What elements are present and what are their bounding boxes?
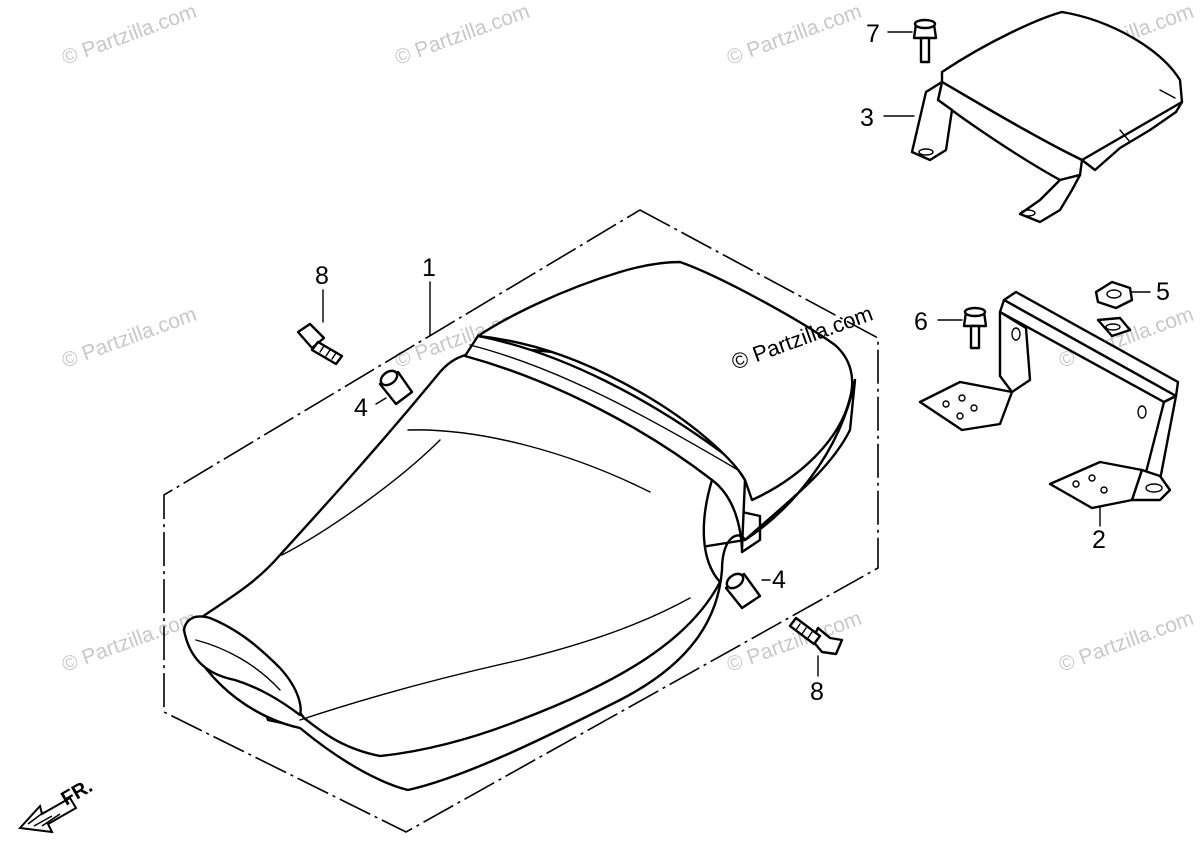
callout-collar-lower: 4 bbox=[772, 566, 786, 594]
callout-nut: 5 bbox=[1156, 278, 1170, 306]
callout-bolt-lower: 8 bbox=[810, 678, 824, 706]
front-arrow-icon bbox=[17, 796, 78, 834]
seat-part bbox=[182, 260, 857, 792]
callout-collar-upper: 4 bbox=[354, 394, 368, 422]
bolt-part-bracket bbox=[962, 306, 988, 350]
watermark: © Partzilla.com bbox=[724, 0, 865, 70]
seat-bracket-part bbox=[918, 290, 1180, 510]
watermark: © Partzilla.com bbox=[59, 303, 200, 373]
nut-part bbox=[1094, 280, 1134, 310]
callout-rear-cowl: 3 bbox=[860, 104, 874, 132]
bolt-part-upper bbox=[296, 322, 344, 366]
watermark: © Partzilla.com bbox=[59, 0, 200, 70]
collar-part-lower bbox=[724, 572, 762, 610]
callout-bolt-upper: 8 bbox=[315, 262, 329, 290]
collar-part-upper bbox=[378, 369, 414, 406]
watermark: © Partzilla.com bbox=[59, 607, 200, 677]
bolt-part-cowl bbox=[912, 18, 938, 64]
rear-cowl-part bbox=[910, 10, 1184, 224]
front-direction-indicator: FR. bbox=[17, 775, 96, 834]
bolt-part-lower bbox=[788, 616, 844, 656]
callout-bolt-bracket: 6 bbox=[914, 308, 928, 336]
callout-bolt-cowl: 7 bbox=[866, 20, 880, 48]
callout-seat-bracket: 2 bbox=[1092, 526, 1106, 554]
leader-lines bbox=[322, 31, 1151, 677]
watermark: © Partzilla.com bbox=[392, 0, 533, 70]
assembly-boundary bbox=[163, 209, 879, 833]
watermark: © Partzilla.com bbox=[1056, 607, 1197, 677]
callout-seat: 1 bbox=[422, 254, 436, 282]
